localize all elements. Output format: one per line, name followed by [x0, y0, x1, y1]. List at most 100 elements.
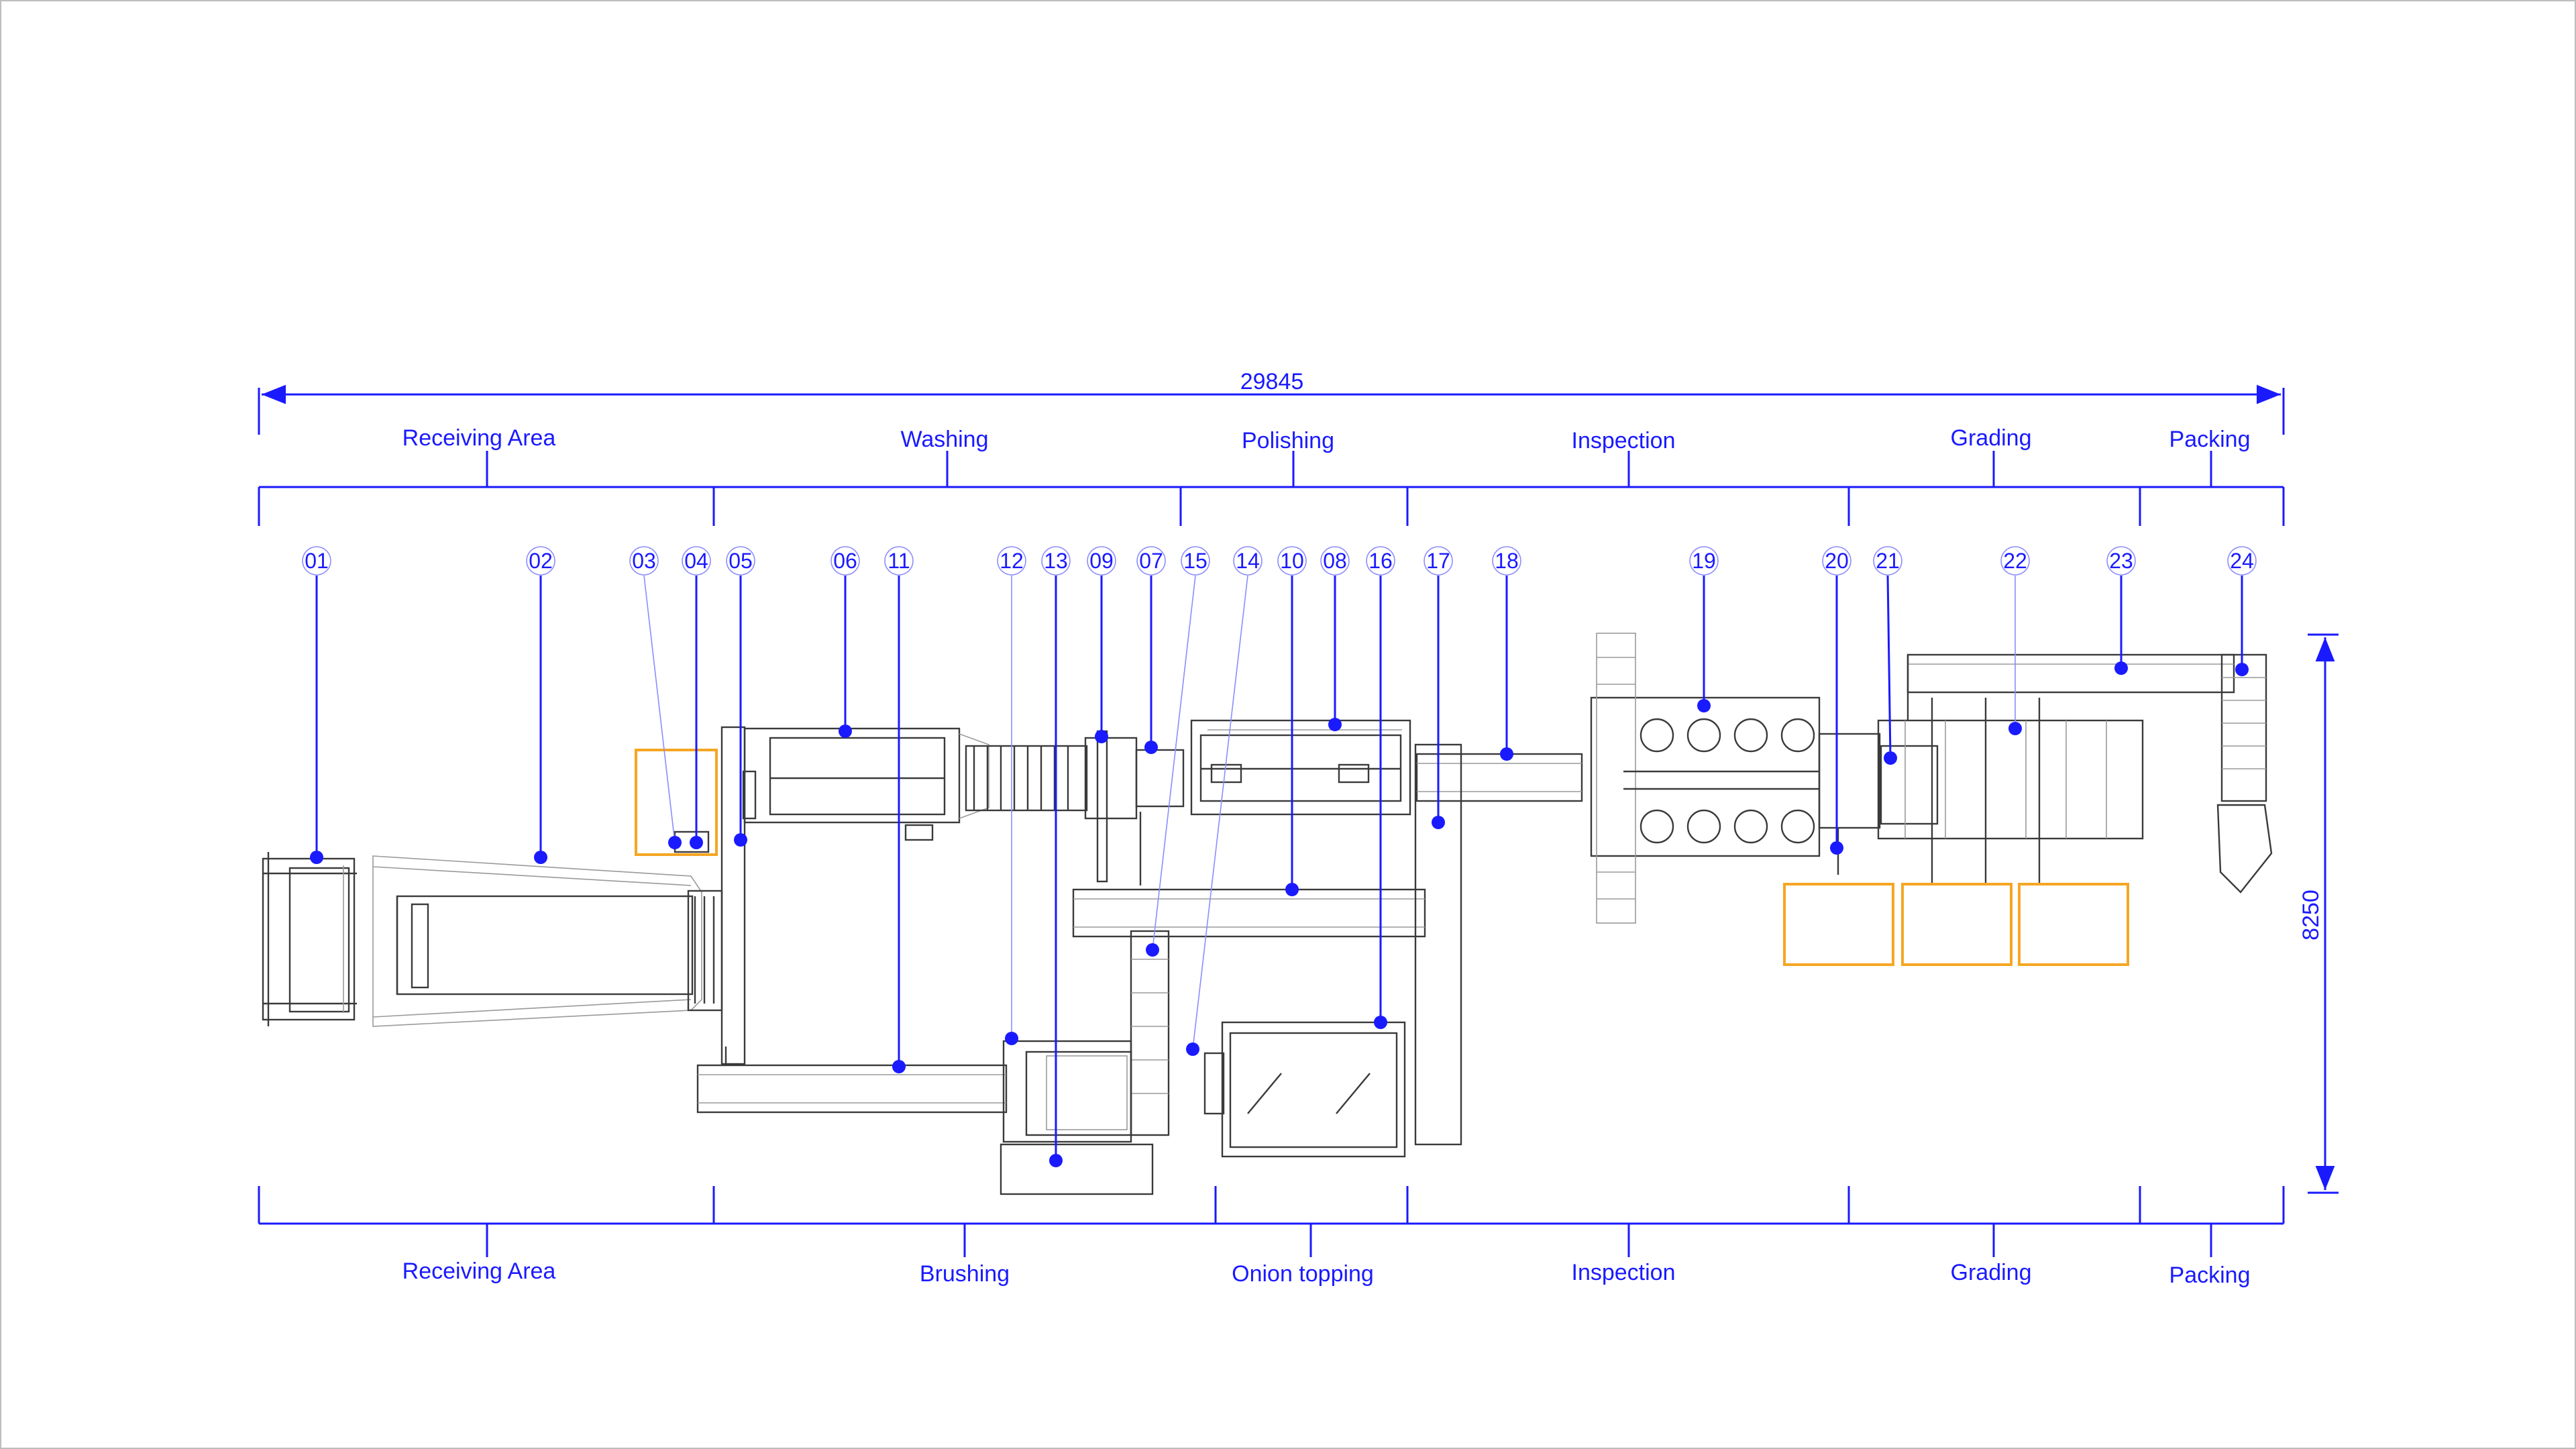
bottom-section-onion-topping: Onion topping — [1232, 1261, 1374, 1287]
callout-24: 24 — [2227, 546, 2257, 676]
bottom-section-labels: Receiving Area Brushing Onion topping In… — [402, 1258, 2251, 1288]
brushing-machine — [1000, 1040, 1154, 1195]
callout-dot — [1374, 1016, 1387, 1029]
callout-04: 04 — [682, 546, 711, 849]
callout-circle — [629, 546, 659, 576]
callout-number: 09 — [1089, 549, 1114, 573]
top-section-bracket — [258, 451, 2285, 526]
callout-number: 24 — [2230, 549, 2254, 573]
callout-circle — [1041, 546, 1071, 576]
callout-leader — [1886, 575, 1892, 759]
callout-number: 05 — [729, 549, 753, 573]
top-section-labels: Receiving Area Washing Polishing Inspect… — [402, 425, 2251, 453]
overall-width-label: 8250 — [2298, 890, 2324, 941]
callout-13: 13 — [1041, 546, 1071, 1167]
collection-bins — [635, 749, 2129, 966]
callout-19: 19 — [1689, 546, 1719, 712]
callout-leader — [643, 575, 676, 843]
callout-dot — [892, 1060, 906, 1073]
callout-circle — [1424, 546, 1453, 576]
overhead-conveyor — [1907, 653, 2235, 720]
bottom-section-brushing: Brushing — [920, 1261, 1010, 1287]
callout-leader — [1152, 575, 1196, 951]
callout-07: 07 — [1136, 546, 1166, 754]
callout-circle — [2106, 546, 2136, 576]
receiving-bunker — [372, 855, 702, 1027]
callout-05: 05 — [726, 546, 755, 847]
callout-12: 12 — [997, 546, 1026, 1045]
callout-09: 09 — [1087, 546, 1116, 743]
callout-circle — [884, 546, 914, 576]
callout-circle — [1087, 546, 1116, 576]
callout-number: 08 — [1323, 549, 1347, 573]
callout-18: 18 — [1492, 546, 1521, 761]
callout-dot — [2114, 661, 2128, 675]
callout-number: 14 — [1236, 549, 1260, 573]
callout-circle — [1320, 546, 1350, 576]
callout-17: 17 — [1424, 546, 1453, 829]
callout-circle — [2227, 546, 2257, 576]
machinery-layout — [262, 633, 2273, 1195]
callout-number: 17 — [1426, 549, 1450, 573]
callout-circle — [682, 546, 711, 576]
callout-dot — [1285, 883, 1299, 896]
callout-dot — [1500, 747, 1513, 761]
packing-machine — [2216, 653, 2273, 894]
callout-dot — [839, 724, 852, 738]
callout-circle — [1492, 546, 1521, 576]
conveyor-11 — [696, 1046, 1008, 1114]
callout-dot — [1432, 816, 1445, 829]
callout-dot — [1146, 943, 1159, 957]
callout-number: 07 — [1139, 549, 1163, 573]
callout-circle — [1873, 546, 1902, 576]
polisher — [1190, 719, 1411, 816]
callout-11: 11 — [884, 546, 914, 1073]
callout-number: 18 — [1495, 549, 1519, 573]
callout-dot — [1328, 718, 1342, 731]
callout-23: 23 — [2106, 546, 2136, 675]
callout-number: 12 — [1000, 549, 1024, 573]
callout-dot — [1095, 730, 1108, 743]
callout-circle — [1233, 546, 1263, 576]
bin-receiving — [635, 749, 718, 856]
callout-number: 23 — [2109, 549, 2133, 573]
top-section-receiving: Receiving Area — [402, 425, 556, 451]
transfer-conveyor — [1414, 743, 1583, 1146]
callout-number: 01 — [305, 549, 329, 573]
callout-number: 19 — [1692, 549, 1716, 573]
callout-dot — [1005, 1032, 1018, 1045]
bin-grade-2 — [1901, 883, 2012, 966]
callout-number: 20 — [1825, 549, 1849, 573]
callout-dot — [1697, 699, 1711, 712]
callout-number: 06 — [833, 549, 857, 573]
callout-dot — [2235, 663, 2249, 676]
brush-rollers — [965, 745, 1088, 812]
callout-circle — [726, 546, 755, 576]
grading-table — [1877, 698, 2144, 884]
callout-dot — [1830, 841, 1843, 855]
bottom-section-packing: Packing — [2169, 1263, 2251, 1288]
callout-circle — [830, 546, 860, 576]
bottom-section-grading: Grading — [1951, 1260, 2032, 1285]
callout-15: 15 — [1146, 546, 1210, 957]
bin-grade-1 — [1783, 883, 1894, 966]
callout-circle — [2000, 546, 2030, 576]
callout-number: 11 — [888, 549, 910, 573]
callout-06: 06 — [830, 546, 860, 738]
callout-circle — [526, 546, 555, 576]
top-section-washing: Washing — [900, 427, 988, 452]
callout-dot — [310, 851, 323, 864]
roller-sizer — [1818, 733, 1939, 875]
callout-circle — [1136, 546, 1166, 576]
callout-03: 03 — [629, 546, 682, 849]
callout-14: 14 — [1186, 546, 1263, 1056]
callout-dot — [690, 836, 703, 849]
bottom-section-bracket — [258, 1186, 2285, 1257]
callout-20: 20 — [1822, 546, 1851, 855]
callout-dot — [1884, 751, 1897, 765]
callout-dot — [1144, 741, 1158, 754]
callout-circle — [997, 546, 1026, 576]
callout-01: 01 — [302, 546, 331, 864]
